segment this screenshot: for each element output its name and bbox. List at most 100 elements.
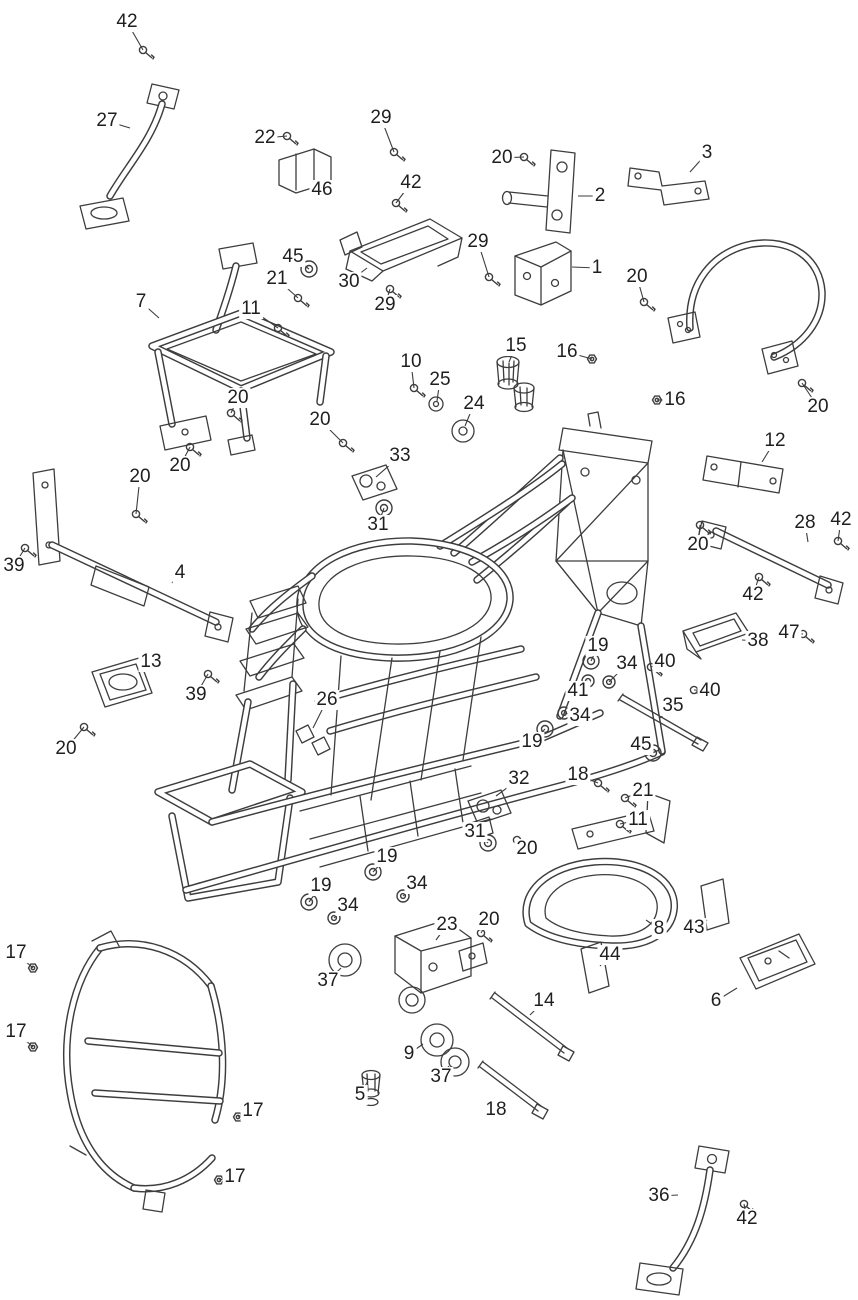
part-number-label: 19 xyxy=(585,635,611,657)
bolt-icon xyxy=(282,131,299,146)
part-number-label: 34 xyxy=(614,653,640,675)
part-number-label: 17 xyxy=(240,1100,266,1122)
nut-icon xyxy=(651,395,663,405)
part-number-label: 20 xyxy=(685,534,711,556)
part-number-label: 17 xyxy=(222,1166,248,1188)
part-28-bar xyxy=(696,520,844,605)
part-number-label: 17 xyxy=(3,942,29,964)
bolt-icon xyxy=(20,543,37,558)
part-number-label: 6 xyxy=(708,990,724,1012)
part-number-label: 27 xyxy=(94,110,120,132)
part-number-label: 20 xyxy=(167,455,193,477)
bolt-icon xyxy=(385,284,402,299)
part-9-bushing xyxy=(420,1023,454,1057)
part-number-label: 44 xyxy=(597,944,623,966)
part-number-label: 19 xyxy=(519,731,545,753)
washer-icon xyxy=(602,675,616,689)
part-number-label: 34 xyxy=(404,873,430,895)
bolt-icon xyxy=(185,442,202,457)
part-number-label: 47 xyxy=(776,622,802,644)
part-number-label: 20 xyxy=(127,466,153,488)
bolt-icon xyxy=(620,793,637,808)
part-2-bracket xyxy=(501,149,576,234)
part-number-label: 20 xyxy=(624,266,650,288)
part-24-25-washers xyxy=(428,396,475,443)
part-number-label: 45 xyxy=(280,246,306,268)
part-number-label: 21 xyxy=(630,780,656,802)
part-number-label: 40 xyxy=(652,651,678,673)
part-number-label: 12 xyxy=(762,430,788,452)
part-36-lever xyxy=(635,1145,730,1296)
nut-icon xyxy=(27,963,39,973)
part-30-bracket xyxy=(339,218,463,282)
part-number-label: 42 xyxy=(734,1208,760,1230)
part-number-label: 39 xyxy=(1,555,27,577)
part-number-label: 2 xyxy=(592,185,608,207)
part-8-rear-bumper xyxy=(522,792,678,950)
nut-icon xyxy=(27,1042,39,1052)
part-number-label: 33 xyxy=(387,445,413,467)
part-number-label: 20 xyxy=(805,396,831,418)
part-3-bracket xyxy=(627,167,710,206)
bushing-icon xyxy=(479,834,497,852)
part-number-label: 19 xyxy=(308,875,334,897)
part-number-label: 31 xyxy=(365,514,391,536)
part-43-strip xyxy=(700,878,730,931)
bolt-icon xyxy=(79,722,96,737)
part-12-bracket xyxy=(702,455,784,494)
part-number-label: 28 xyxy=(792,512,818,534)
part-number-label: 11 xyxy=(239,298,263,320)
bolt-icon xyxy=(226,408,243,423)
part-number-label: 14 xyxy=(531,990,557,1012)
part-6-plate xyxy=(739,933,816,990)
bolt-icon xyxy=(409,383,426,398)
bushing-icon xyxy=(536,720,554,738)
part-number-label: 31 xyxy=(462,821,488,843)
bolt-icon xyxy=(519,152,536,167)
part-number-label: 32 xyxy=(506,768,532,790)
part-number-label: 42 xyxy=(398,172,424,194)
part-number-label: 4 xyxy=(172,562,188,584)
bolt-icon xyxy=(695,520,712,535)
bolt-icon xyxy=(593,778,610,793)
part-number-label: 10 xyxy=(398,351,424,373)
nut-icon xyxy=(586,354,598,364)
part-14-bolt xyxy=(489,991,575,1062)
part-number-label: 1 xyxy=(589,257,605,279)
part-number-label: 34 xyxy=(335,895,361,917)
part-4-crossbar xyxy=(32,468,234,643)
part-number-label: 23 xyxy=(434,914,460,936)
part-number-label: 25 xyxy=(427,369,453,391)
part-number-label: 21 xyxy=(264,268,290,290)
part-number-label: 24 xyxy=(461,393,487,415)
part-number-label: 38 xyxy=(745,630,771,652)
bushing-icon xyxy=(300,260,318,278)
part-number-label: 15 xyxy=(503,335,529,357)
part-number-label: 29 xyxy=(465,231,491,253)
part-18-bolt-lower xyxy=(477,1060,549,1120)
part-27-lever xyxy=(79,83,180,230)
part-number-label: 20 xyxy=(53,738,79,760)
part-number-label: 30 xyxy=(336,271,362,293)
nut-icon xyxy=(213,1175,225,1185)
bolt-icon xyxy=(138,45,155,60)
part-number-label: 45 xyxy=(628,734,654,756)
part-number-label: 16 xyxy=(554,341,580,363)
rear-grab-bar xyxy=(667,239,826,375)
part-number-label: 19 xyxy=(374,846,400,868)
part-number-label: 42 xyxy=(114,11,140,33)
part-number-label: 29 xyxy=(372,294,398,316)
part-number-label: 9 xyxy=(401,1043,417,1065)
bolt-icon xyxy=(203,669,220,684)
part-number-label: 20 xyxy=(307,409,333,431)
part-number-label: 42 xyxy=(740,584,766,606)
part-number-label: 20 xyxy=(489,147,515,169)
bolt-icon xyxy=(273,323,290,338)
part-1-bracket xyxy=(514,241,572,306)
part-number-label: 34 xyxy=(567,705,593,727)
part-number-label: 5 xyxy=(352,1084,368,1106)
bolt-icon xyxy=(754,572,771,587)
bushing-icon xyxy=(364,863,382,881)
